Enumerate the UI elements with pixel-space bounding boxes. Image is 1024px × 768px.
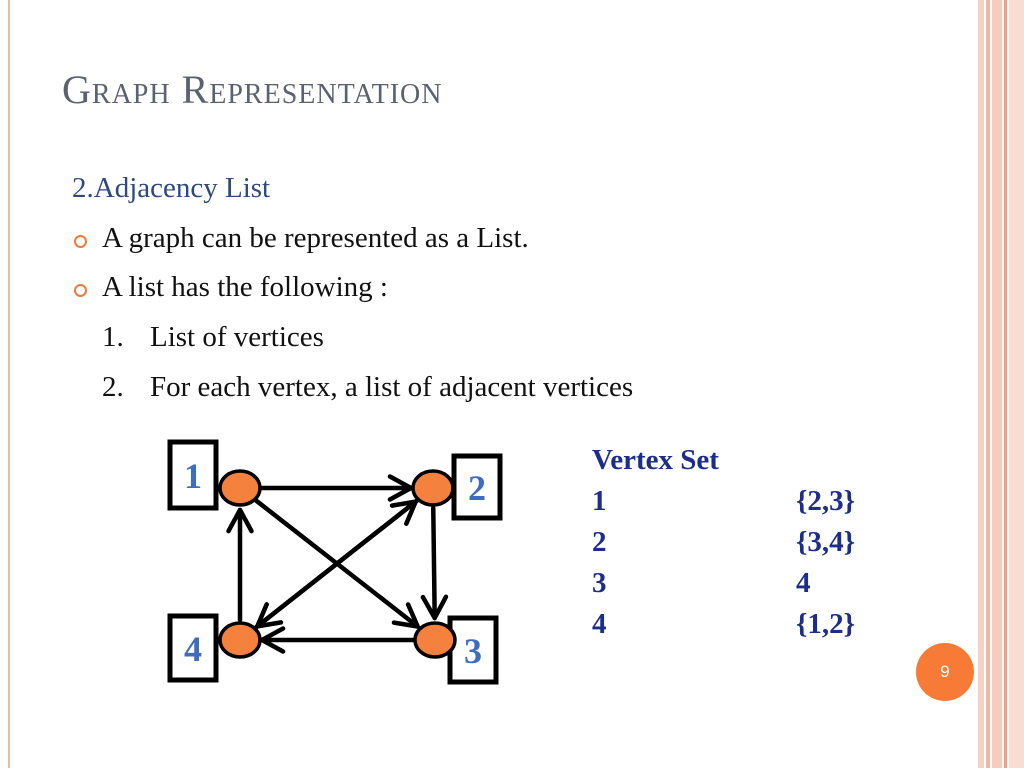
graph-node-label-3: 3	[464, 631, 482, 671]
slide-title: Graph Representation	[62, 67, 443, 112]
vertex-table-vertex: 3	[592, 567, 607, 599]
graph-edge-1-2	[257, 474, 414, 502]
graph-node-label-2: 2	[468, 468, 486, 508]
graph-label-box-3: 3	[447, 615, 499, 685]
graph-nodes	[218, 469, 457, 659]
graph-node-label-4: 4	[184, 629, 202, 669]
bullet-icon	[74, 284, 87, 297]
slide-left-border	[8, 0, 10, 768]
bullet-text-2: A list has the following :	[102, 271, 388, 303]
bullet-text-1: A graph can be represented as a List.	[102, 222, 529, 254]
graph-edge-4-2	[253, 499, 418, 630]
graph-edges	[226, 474, 449, 654]
graph-node-3	[413, 621, 457, 659]
bullet-icon	[74, 235, 87, 248]
graph-label-box-1: 1	[167, 439, 219, 511]
graph-edge-2-3	[420, 505, 449, 621]
numbered-item-text-1: List of vertices	[150, 321, 324, 353]
slide-right-stripes	[978, 0, 1024, 768]
subtitle-adjacency-list: 2.Adjacency List	[72, 172, 271, 204]
vertex-table-adjacent: 4	[796, 567, 811, 599]
vertex-table-adjacent: {2,3}	[796, 485, 856, 517]
graph-label-box-4: 4	[167, 613, 219, 683]
vertex-table-adjacent: {3,4}	[796, 526, 856, 558]
vertex-table-adjacent: {1,2}	[796, 608, 856, 640]
vertex-table-vertex: 2	[592, 526, 607, 558]
graph-node-1	[218, 469, 262, 507]
graph-label-box-2: 2	[451, 453, 503, 521]
graph-label-boxes: 1 2 3 4	[167, 439, 503, 685]
numbered-item-marker-1: 1.	[102, 321, 124, 353]
numbered-item-marker-2: 2.	[102, 371, 124, 403]
numbered-item-text-2: For each vertex, a list of adjacent vert…	[150, 371, 634, 403]
graph-edge-3-4	[259, 626, 418, 654]
vertex-table-header: Vertex Set	[592, 444, 719, 476]
directed-graph-diagram: 1 2 3 4	[167, 439, 503, 685]
graph-node-label-1: 1	[184, 456, 202, 496]
vertex-table-vertex: 4	[592, 608, 607, 640]
graph-node-2	[411, 469, 455, 507]
page-number-badge: 9	[916, 643, 974, 701]
vertex-table-vertex: 1	[592, 485, 607, 517]
graph-node-4	[218, 621, 262, 659]
graph-edge-4-1	[226, 507, 254, 623]
